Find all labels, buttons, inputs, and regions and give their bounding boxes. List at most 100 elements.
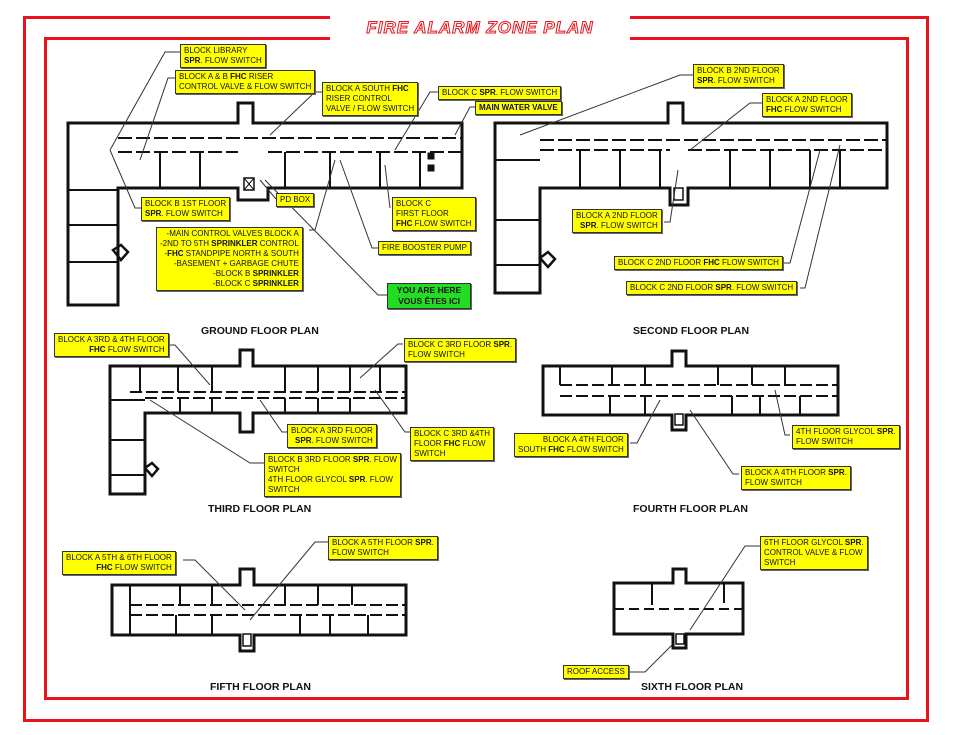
callout-bold: SPRINKLER [252, 269, 299, 278]
callout-bold: FHC [96, 563, 113, 572]
callout-line: BLOCK A 2ND FLOOR [766, 95, 848, 104]
callout-bold: SPR [697, 76, 714, 85]
callout-block-b-2nd-floor-spr: BLOCK B 2ND FLOOR SPR. FLOW SWITCH [693, 64, 784, 88]
callout-block-a-4th-floor-spr: BLOCK A 4TH FLOOR SPR. FLOW SWITCH [741, 466, 851, 490]
callout-text: . [861, 538, 864, 547]
callout-text: STANDPIPE NORTH & SOUTH [183, 249, 299, 258]
callout-line: BLOCK A 5TH & 6TH FLOOR [66, 553, 172, 562]
callout-block-library-spr-flow-switch: BLOCK LIBRARY SPR. FLOW SWITCH [180, 44, 266, 68]
callout-text: -BLOCK B [213, 269, 253, 278]
callout-bold: SPR [145, 209, 162, 218]
callout-text: BLOCK C [442, 88, 480, 97]
callout-line: FIRE BOOSTER PUMP [382, 243, 467, 252]
callout-text: . FLOW SWITCH [200, 56, 262, 65]
callout-line: VALVE / FLOW SWITCH [326, 104, 415, 113]
second-floor-plan-drawing [493, 101, 889, 295]
callout-bold: SPR [580, 221, 597, 230]
callout-line: FLOW SWITCH [745, 478, 802, 487]
callout-line: SPR. FLOW SWITCH [697, 76, 780, 86]
callout-line: -MAIN CONTROL VALVES BLOCK A [166, 229, 299, 238]
callout-block-c-3rd-4th-floor-fhc: BLOCK C 3RD &4TH FLOOR FHC FLOW SWITCH [410, 427, 495, 461]
callout-block-b-3rd-floor-spr-glycol: BLOCK B 3RD FLOOR SPR. FLOW SWITCH 4TH F… [264, 453, 401, 497]
callout-text: BLOCK A SOUTH [326, 84, 393, 93]
callout-text: RISER [246, 72, 274, 81]
callout-bold: SPR [479, 88, 496, 97]
callout-line: FIRST FLOOR [396, 209, 449, 218]
callout-text: BLOCK C 3RD FLOOR [408, 340, 494, 349]
callout-text: FLOW SWITCH [112, 563, 172, 572]
callout-line: -BLOCK B SPRINKLER [160, 269, 299, 279]
callout-line: BLOCK A & B FHC RISER [179, 72, 311, 82]
callout-text: . [509, 340, 513, 349]
callout-line: BLOCK LIBRARY [184, 46, 248, 55]
callout-line: CONTROL VALVE & FLOW SWITCH [179, 82, 312, 91]
callout-line: FLOOR FHC FLOW [414, 439, 490, 449]
callout-6th-floor-glycol-spr-control-valve: 6TH FLOOR GLYCOL SPR. CONTROL VALVE & FL… [760, 536, 868, 570]
callout-text: . FLOW [365, 475, 393, 484]
callout-text: FLOW SWITCH [719, 258, 779, 267]
callout-line: SPR. FLOW SWITCH [184, 56, 262, 66]
callout-bold: SPRINKLER [211, 239, 258, 248]
callout-line: PD BOX [280, 195, 311, 204]
callout-line: -2ND TO 5TH SPRINKLER CONTROL [160, 239, 299, 249]
callout-line: SPR. FLOW SWITCH [145, 209, 226, 219]
callout-text: -BLOCK C [212, 279, 253, 288]
leader-lines [109, 51, 841, 673]
callout-text: . FLOW [369, 455, 397, 464]
callout-bold: SPR [184, 56, 201, 65]
callout-bold: FHC [443, 439, 461, 448]
callout-bold: SPR [876, 427, 894, 436]
callout-text: 4TH FLOOR GLYCOL [268, 475, 349, 484]
callout-line: BLOCK A SOUTH FHC [326, 84, 414, 94]
callout-text: . FLOW SWITCH [161, 209, 223, 218]
callout-line: SOUTH FHC FLOW SWITCH [518, 445, 624, 455]
callout-text: . [893, 427, 896, 436]
callout-line: SWITCH [268, 465, 300, 474]
callout-bold: FHC [548, 445, 565, 454]
callout-bold: MAIN WATER VALVE [479, 103, 558, 112]
fourth-floor-plan-title: FOURTH FLOOR PLAN [633, 503, 748, 515]
callout-bold: SPR [493, 340, 510, 349]
callout-line: BLOCK B 2ND FLOOR [697, 66, 780, 75]
callout-block-a-2nd-floor-spr: BLOCK A 2ND FLOOR SPR. FLOW SWITCH [572, 209, 662, 233]
callout-line: BLOCK A 4TH FLOOR SPR. [745, 468, 847, 478]
you-are-here-marker: YOU ARE HERE VOUS ÊTES ICI [387, 283, 471, 309]
callout-bold: FHC [167, 249, 184, 258]
callout-fire-booster-pump: FIRE BOOSTER PUMP [378, 241, 471, 255]
second-floor-plan-title: SECOND FLOOR PLAN [633, 325, 750, 337]
callout-line: CONTROL VALVE & FLOW [764, 548, 863, 557]
callout-text: FLOW SWITCH [564, 445, 624, 454]
callout-text: . [844, 468, 847, 477]
title-banner: FIRE ALARM ZONE PLAN [330, 16, 630, 40]
callout-line: BLOCK C SPR. FLOW SWITCH [442, 88, 557, 98]
callout-bold: FHC [766, 105, 783, 114]
callout-bold: FHC [392, 84, 409, 93]
third-floor-plan-title: THIRD FLOOR PLAN [208, 503, 312, 515]
fifth-floor-plan-drawing [110, 567, 408, 653]
callout-text: CONTROL [257, 239, 299, 248]
fifth-floor-plan-title: FIFTH FLOOR PLAN [210, 681, 311, 693]
callout-block-a-2nd-floor-fhc: BLOCK A 2ND FLOOR FHC FLOW SWITCH [762, 93, 852, 117]
callout-text: FLOW SWITCH [782, 105, 842, 114]
callout-text: BLOCK C 2ND FLOOR [618, 258, 704, 267]
page-title: FIRE ALARM ZONE PLAN [366, 18, 594, 38]
callout-text: BLOCK A 4TH FLOOR [745, 468, 829, 477]
callout-bold: SPR [715, 283, 732, 292]
callout-block-a-5th-floor-spr: BLOCK A 5TH FLOOR SPR. FLOW SWITCH [328, 536, 438, 560]
callout-4th-floor-glycol-spr: 4TH FLOOR GLYCOL SPR. FLOW SWITCH [792, 425, 900, 449]
callout-block-a-5th-6th-floor-fhc: BLOCK A 5TH & 6TH FLOOR FHC FLOW SWITCH [62, 551, 176, 575]
callout-line: BLOCK C 3RD FLOOR SPR. [408, 340, 512, 350]
callout-line: ROOF ACCESS [567, 667, 625, 676]
callout-text: . FLOW SWITCH [311, 436, 373, 445]
callout-text: FLOW SWITCH [105, 345, 165, 354]
callout-line: FHC FLOW SWITCH [766, 105, 848, 115]
callout-bold: SPR [828, 468, 845, 477]
callout-bold: SPRINKLER [252, 279, 299, 288]
callout-bold: FHC [230, 72, 247, 81]
callout-text: BLOCK A & B [179, 72, 231, 81]
callout-text: SOUTH [518, 445, 549, 454]
callout-bold: SPR [844, 538, 862, 547]
callout-block-c-2nd-floor-fhc: BLOCK C 2ND FLOOR FHC FLOW SWITCH [614, 256, 783, 270]
callout-line: FLOW SWITCH [796, 437, 853, 446]
callout-line: FLOW SWITCH [332, 548, 389, 557]
